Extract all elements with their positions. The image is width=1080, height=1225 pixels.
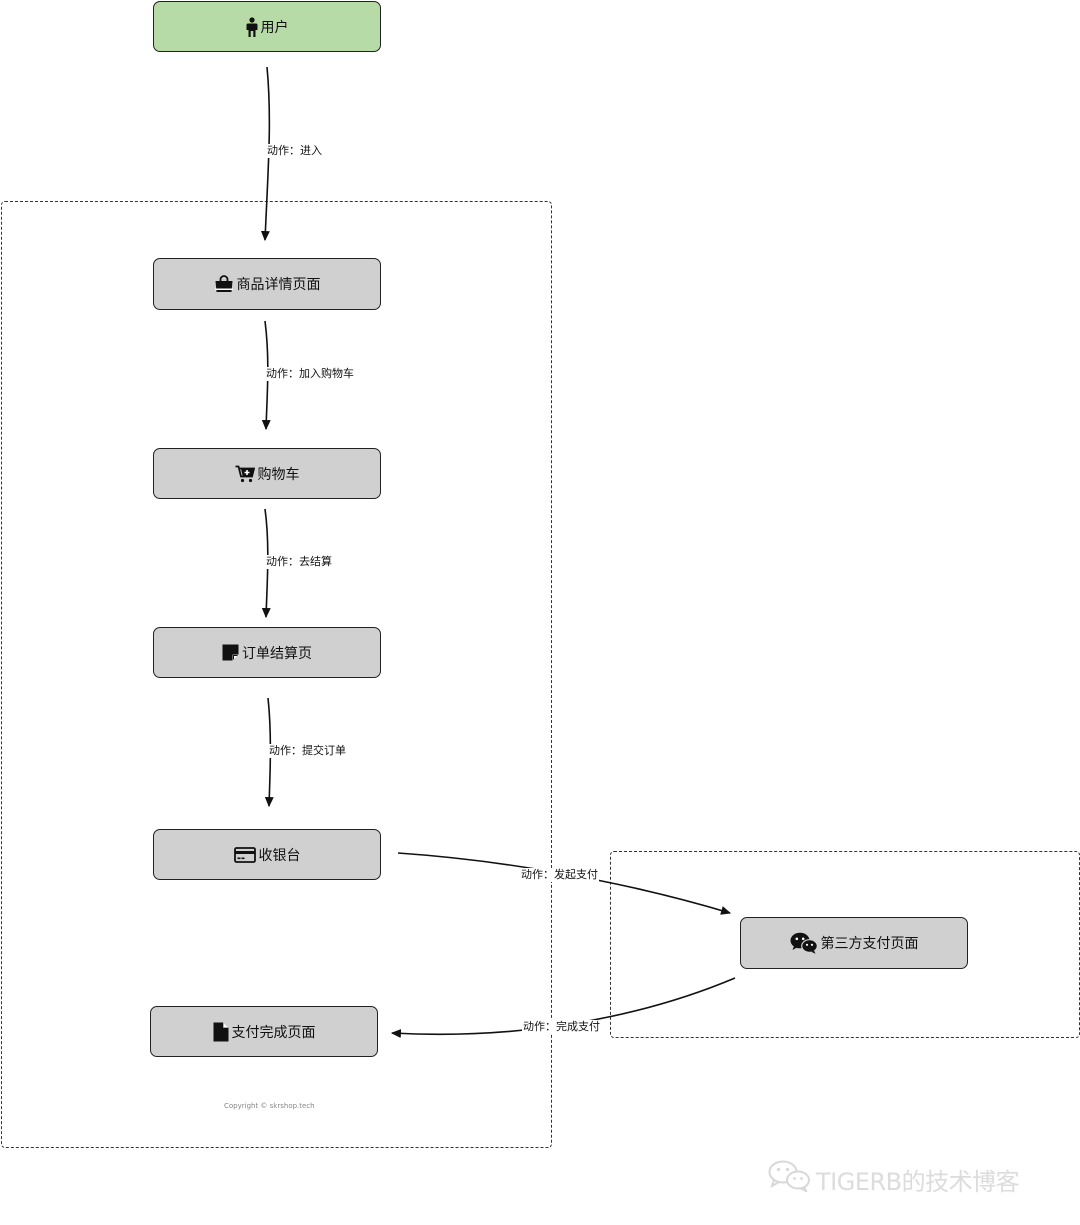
edge-label-initiate-payment: 动作：发起支付 [520, 868, 599, 882]
node-cart: 购物车 [153, 448, 381, 499]
node-order-checkout: 订单结算页 [153, 627, 381, 678]
node-pay-complete-label: 支付完成页面 [231, 1024, 316, 1041]
edge-label-checkout: 动作：去结算 [265, 555, 333, 569]
wechat-icon [790, 932, 818, 954]
node-third-party-pay: 第三方支付页面 [740, 917, 968, 969]
edge-label-enter: 动作：进入 [266, 144, 323, 158]
watermark-text: TIGERB的技术博客 [816, 1167, 1020, 1196]
shopping-bag-icon [214, 275, 234, 293]
node-third-party-pay-label: 第三方支付页面 [820, 936, 919, 952]
credit-card-icon [233, 846, 256, 863]
edge-label-submit-order: 动作：提交订单 [268, 744, 347, 758]
watermark: TIGERB的技术博客 [768, 1160, 1020, 1198]
node-cart-label: 购物车 [257, 466, 300, 483]
node-user: 用户 [153, 1, 381, 52]
node-pay-complete: 支付完成页面 [150, 1006, 378, 1057]
node-cashier-label: 收银台 [258, 847, 301, 864]
cart-plus-icon [235, 465, 255, 483]
file-icon [213, 1022, 229, 1042]
node-product-detail: 商品详情页面 [153, 258, 381, 310]
sticky-note-icon [222, 644, 239, 661]
edge-label-add-to-cart: 动作：加入购物车 [265, 367, 355, 381]
copyright-text: Copyright © skrshop.tech [224, 1102, 315, 1110]
site-boundary-group [1, 201, 552, 1148]
node-order-checkout-label: 订单结算页 [242, 645, 312, 662]
edge-initiate-payment [397, 852, 732, 915]
person-icon [246, 16, 258, 37]
edge-label-complete-payment: 动作：完成支付 [522, 1020, 601, 1034]
node-user-label: 用户 [260, 19, 289, 36]
node-cashier: 收银台 [153, 829, 381, 880]
node-product-detail-label: 商品详情页面 [236, 277, 321, 293]
wechat-logo-icon [768, 1160, 812, 1198]
